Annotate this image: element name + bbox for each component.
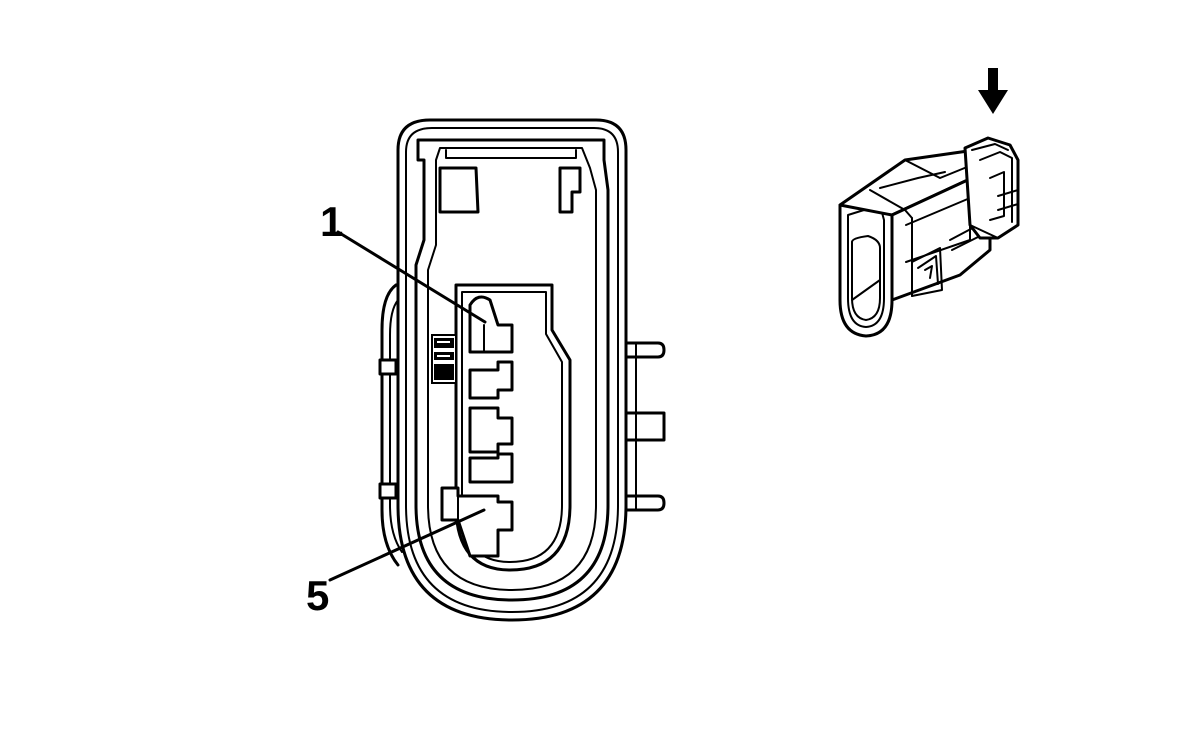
terminal-4 [468,452,514,484]
right-tab-bottom [624,494,666,512]
terminals [440,295,514,558]
iso-rear-housing [963,136,1020,240]
left-side-rail [380,283,400,567]
right-tab-middle [624,411,666,442]
terminal-1 [468,295,514,354]
latch-pocket-left [438,166,480,214]
terminal-2 [468,360,514,400]
connector-shell-inner-line [405,127,619,613]
left-rail-clip-bottom [378,482,398,500]
connector-isometric-view [838,68,1020,338]
terminal-5 [440,486,514,558]
pin-marker-hatch [431,334,457,384]
connector-face-view: 1 5 [306,118,666,622]
left-side-rail-inner [389,299,403,553]
pin-label-1: 1 [320,198,343,245]
leader-line-pin-1 [336,230,487,324]
leader-line-pin-5 [328,508,486,582]
down-arrow-icon [978,68,1008,114]
pin-label-5: 5 [306,572,329,619]
terminal-3 [468,406,514,454]
connector-inner-body-line [427,147,597,591]
latch-pocket-right [558,166,582,214]
connector-outer-shell [396,118,628,622]
terminal-cavity [454,283,572,572]
connector-inner-body [414,138,610,602]
left-rail-clip-top [378,358,398,376]
right-tab-top [624,341,666,359]
top-channel [445,149,577,159]
